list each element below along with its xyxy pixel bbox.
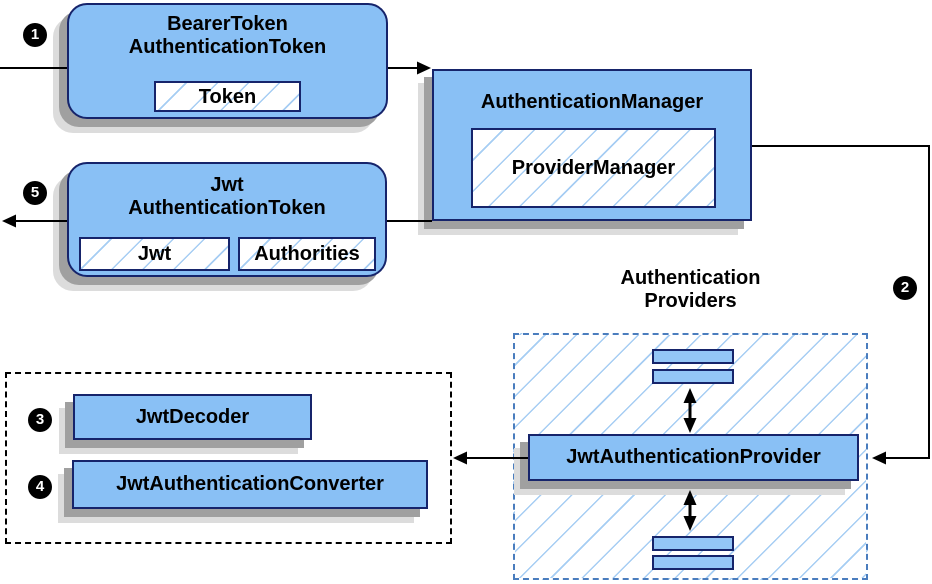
jwt-authentication-provider-title: JwtAuthenticationProvider <box>566 446 821 468</box>
bearer-token-title-line2: AuthenticationToken <box>128 36 327 58</box>
provider-stack-bar-top-2 <box>652 369 734 384</box>
bearer-token-authentication-token-box: BearerToken AuthenticationToken Token <box>67 3 388 119</box>
provider-stack-bar-bottom-1 <box>652 536 734 551</box>
provider-manager-chip: ProviderManager <box>471 128 716 208</box>
authentication-manager-box: AuthenticationManager ProviderManager <box>432 69 752 221</box>
authorities-chip: Authorities <box>238 237 376 271</box>
jwt-authentication-converter-box: JwtAuthenticationConverter <box>72 460 428 509</box>
jwt-authentication-provider-box: JwtAuthenticationProvider <box>528 434 859 481</box>
jwt-token-title-line1: Jwt <box>210 174 244 196</box>
jwt-chip: Jwt <box>79 237 230 271</box>
jwt-token-out-arrow <box>2 214 67 228</box>
step-badge-1: 1 <box>23 23 47 47</box>
bearer-token-title-line1: BearerToken <box>167 13 288 35</box>
authentication-manager-title: AuthenticationManager <box>480 91 704 113</box>
jwt-decoder-box: JwtDecoder <box>73 394 312 440</box>
step-badge-5: 5 <box>23 181 47 205</box>
step-badge-2: 2 <box>893 276 917 300</box>
jwt-token-title-line2: AuthenticationToken <box>128 197 326 219</box>
provider-stack-bar-bottom-2 <box>652 555 734 570</box>
bearer-to-manager-arrow <box>388 61 431 75</box>
jwt-decoder-title: JwtDecoder <box>135 406 250 428</box>
authentication-providers-label: Authentication Providers <box>513 267 868 313</box>
provider-stack-bar-top-1 <box>652 349 734 364</box>
step-badge-3: 3 <box>28 408 52 432</box>
step-badge-4: 4 <box>28 475 52 499</box>
token-chip: Token <box>154 81 301 112</box>
authentication-providers-label-line1: Authentication <box>620 267 761 289</box>
authentication-providers-label-line2: Providers <box>644 290 737 312</box>
jwt-authentication-converter-title: JwtAuthenticationConverter <box>116 473 384 495</box>
jwt-authentication-token-box: Jwt AuthenticationToken Jwt Authorities <box>67 162 387 277</box>
